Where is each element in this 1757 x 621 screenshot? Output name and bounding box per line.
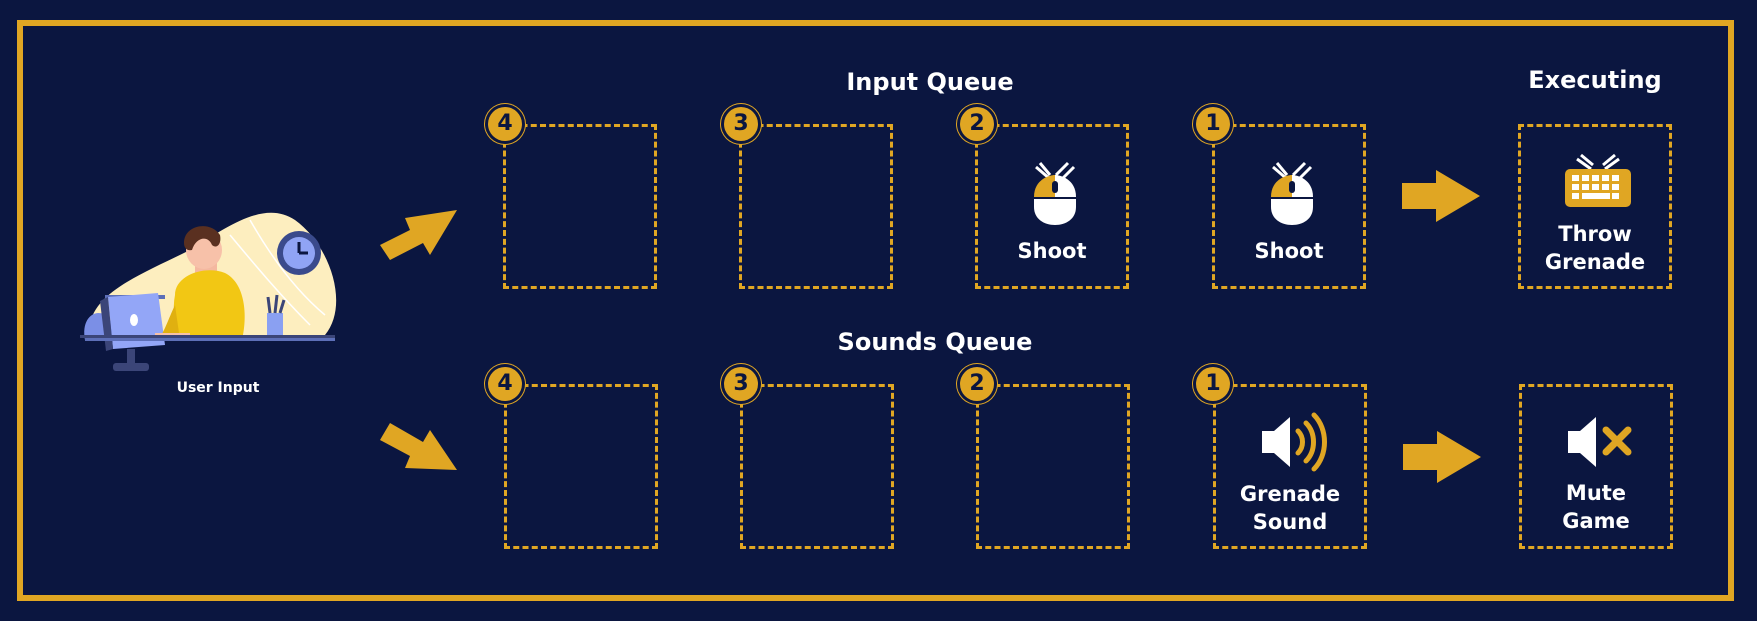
executing-sounds-label-line1: Mute <box>1565 481 1627 505</box>
monitor-icon <box>100 293 165 371</box>
executing-input-label-line2: Grenade <box>1544 250 1646 274</box>
arrow-to-input-queue <box>380 210 457 260</box>
sound-slot-1: Grenade Sound <box>1213 384 1367 549</box>
sound-slot-4 <box>504 384 658 549</box>
pencil-cup-icon <box>266 294 286 337</box>
executing-sounds-label-line2: Game <box>1562 509 1630 533</box>
sound-slot-3 <box>740 384 894 549</box>
user-illustration <box>80 212 337 371</box>
mouse-icon <box>1271 161 1313 225</box>
sound-slot-2-badge: 2 <box>960 367 994 401</box>
sound-slot-2 <box>976 384 1130 549</box>
input-slot-4-badge: 4 <box>488 107 522 141</box>
sound-slot-1-label-line2: Sound <box>1252 510 1328 534</box>
mouse-icon <box>1034 161 1076 225</box>
sound-slot-1-badge: 1 <box>1196 367 1230 401</box>
input-slot-4 <box>503 124 657 289</box>
arrow-to-executing-input <box>1402 170 1480 222</box>
input-queue-title: Input Queue <box>846 68 1014 96</box>
arrow-to-executing-sounds <box>1403 431 1481 483</box>
arrow-to-sounds-queue <box>380 423 457 470</box>
input-slot-1-label: Shoot <box>1254 239 1324 263</box>
input-slot-2-badge: 2 <box>960 107 994 141</box>
sound-slot-4-badge: 4 <box>488 367 522 401</box>
executing-title: Executing <box>1528 66 1662 94</box>
sounds-queue-title: Sounds Queue <box>837 328 1033 356</box>
executing-input-label-line1: Throw <box>1558 222 1632 246</box>
input-slot-1-badge: 1 <box>1196 107 1230 141</box>
executing-input-slot: Throw Grenade <box>1518 124 1672 289</box>
speaker-sound-icon <box>1262 412 1327 472</box>
speaker-muted-icon <box>1568 417 1632 467</box>
sound-slot-3-badge: 3 <box>724 367 758 401</box>
input-slot-2-label: Shoot <box>1017 239 1087 263</box>
sound-slot-1-label-line1: Grenade <box>1239 482 1341 506</box>
executing-sounds-slot: Mute Game <box>1519 384 1673 549</box>
diagram-frame <box>17 20 1734 601</box>
user-input-label: User Input <box>176 380 260 396</box>
input-slot-2: Shoot <box>975 124 1129 289</box>
input-slot-3 <box>739 124 893 289</box>
input-slot-3-badge: 3 <box>724 107 758 141</box>
input-slot-1: Shoot <box>1212 124 1366 289</box>
keyboard-icon <box>1565 153 1631 207</box>
clock-icon <box>277 231 321 275</box>
